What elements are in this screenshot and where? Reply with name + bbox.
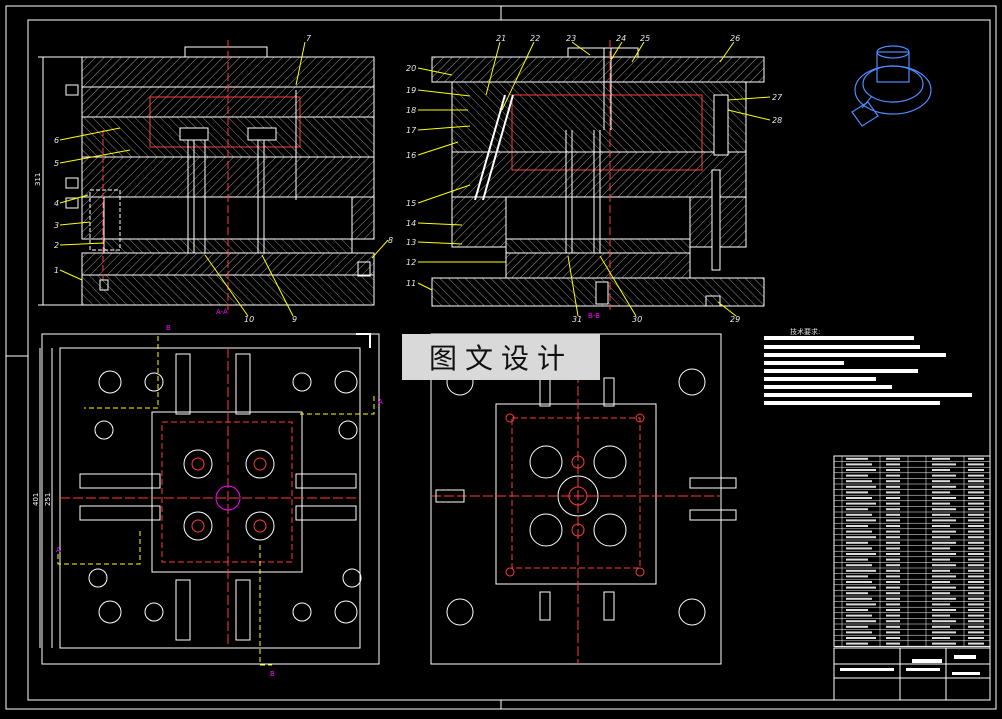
section-view-b-b — [417, 40, 771, 317]
part-3d-preview — [851, 45, 932, 127]
plan-view-moving-half — [430, 333, 737, 665]
callout-12: 12 — [406, 258, 416, 267]
callout-6: 6 — [54, 136, 59, 145]
callout-29: 29 — [730, 315, 740, 324]
callout-9: 9 — [292, 315, 297, 324]
label-section-a-a: A-A — [216, 308, 228, 316]
callout-22: 22 — [530, 34, 540, 43]
callout-31: 31 — [572, 315, 582, 324]
dim-251: 251 — [44, 493, 52, 506]
marker-a-left: A — [56, 546, 61, 554]
callout-15: 15 — [406, 199, 416, 208]
callout-17: 17 — [406, 126, 417, 135]
section-markers: A-A B-B B B A A — [56, 308, 600, 678]
callout-2: 2 — [54, 241, 59, 250]
callout-13: 13 — [406, 238, 416, 247]
callout-21: 21 — [496, 34, 506, 43]
label-section-b-b: B-B — [588, 312, 600, 320]
marker-b-top: B — [166, 324, 171, 332]
parts-list-table — [833, 455, 991, 647]
callout-30: 30 — [632, 315, 642, 324]
callout-5: 5 — [54, 159, 59, 168]
callout-10: 10 — [244, 315, 254, 324]
callout-24: 24 — [616, 34, 626, 43]
callout-25: 25 — [640, 34, 650, 43]
callout-27: 27 — [772, 93, 783, 102]
tech-requirements-text-block — [764, 336, 972, 405]
dimension-labels: 311 401 251 — [32, 173, 52, 506]
section-view-a-a — [38, 40, 389, 317]
callout-7: 7 — [306, 34, 312, 43]
watermark-banner: 图文设计 — [402, 334, 600, 380]
dim-311: 311 — [34, 173, 42, 186]
callout-19: 19 — [406, 86, 416, 95]
dim-401: 401 — [32, 493, 40, 506]
callout-23: 23 — [566, 34, 576, 43]
callout-11: 11 — [406, 279, 416, 288]
callout-3: 3 — [54, 221, 59, 230]
inner-frame — [27, 19, 991, 701]
plan-view-fixed-half — [39, 333, 380, 666]
marker-b-bottom: B — [270, 670, 275, 678]
callout-8: 8 — [388, 236, 393, 245]
callout-1: 1 — [54, 266, 59, 275]
callout-18: 18 — [406, 106, 416, 115]
callout-16: 16 — [406, 151, 416, 160]
tech-requirements-title: 技术要求: — [790, 328, 821, 336]
callout-20: 20 — [406, 64, 416, 73]
callout-26: 26 — [730, 34, 740, 43]
callout-28: 28 — [772, 116, 782, 125]
callout-14: 14 — [406, 219, 416, 228]
marker-a-right: A — [378, 398, 383, 406]
title-block — [833, 647, 991, 701]
callout-labels: 7 6 5 4 3 2 1 8 9 10 20 19 18 17 16 15 1… — [54, 34, 783, 324]
callout-4: 4 — [54, 199, 59, 208]
